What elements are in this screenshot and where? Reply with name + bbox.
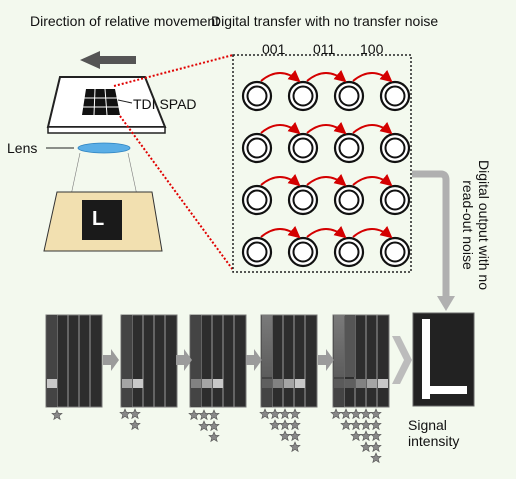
photon-star-icon xyxy=(350,408,362,419)
photon-star-icon xyxy=(370,452,382,463)
transfer-arrow xyxy=(352,69,393,83)
spad-pixel xyxy=(287,80,319,112)
photon-star-icon xyxy=(370,441,382,452)
code-label-011: 011 xyxy=(313,41,336,57)
object-plane xyxy=(43,191,163,252)
photon-star-icon xyxy=(198,420,210,431)
lens-label: Lens xyxy=(7,140,38,156)
transfer-arrow xyxy=(260,173,301,187)
transfer-arrow xyxy=(352,121,393,135)
photon-star-icon xyxy=(289,419,301,430)
time-frame xyxy=(260,314,318,408)
spad-pixel xyxy=(379,80,411,112)
photon-star-icon xyxy=(289,441,301,452)
chevron-arrow-icon xyxy=(392,336,412,384)
transfer-arrows xyxy=(260,69,393,239)
time-frame xyxy=(189,314,247,408)
spad-grid xyxy=(241,80,411,268)
time-frames xyxy=(45,314,390,408)
photon-star-icon xyxy=(269,419,281,430)
photon-star-icon xyxy=(360,419,372,430)
spad-pixel xyxy=(241,132,273,164)
step-arrow-icon xyxy=(176,349,192,371)
spad-pixel xyxy=(379,132,411,164)
photon-star-icon xyxy=(350,430,362,441)
time-frame xyxy=(332,314,390,408)
spad-pixel xyxy=(333,132,365,164)
transfer-arrow xyxy=(260,121,301,135)
spad-pixel xyxy=(287,184,319,216)
photon-stars xyxy=(51,408,382,463)
spad-pixel xyxy=(241,80,273,112)
step-arrow-icon xyxy=(103,349,119,371)
photon-star-icon xyxy=(289,430,301,441)
photon-star-icon xyxy=(188,409,200,420)
spad-pixel xyxy=(333,184,365,216)
digital-output-label: Digital output with no read-out noise xyxy=(460,160,492,290)
photon-star-icon xyxy=(360,430,372,441)
transfer-arrow xyxy=(352,173,393,187)
transfer-arrow xyxy=(306,121,347,135)
spad-pixel xyxy=(379,184,411,216)
tdi-spad-sensor xyxy=(46,76,167,134)
direction-label: Direction of relative movement xyxy=(30,13,220,29)
transfer-arrow xyxy=(306,225,347,239)
photon-star-icon xyxy=(119,408,131,419)
tdi-spad-label: TDI SPAD xyxy=(133,96,197,112)
photon-star-icon xyxy=(208,431,220,442)
spad-pixel xyxy=(241,236,273,268)
step-arrow-icon xyxy=(318,349,334,371)
transfer-arrow xyxy=(306,69,347,83)
step-arrows xyxy=(103,349,334,371)
photon-star-icon xyxy=(269,408,281,419)
photon-star-icon xyxy=(279,408,291,419)
photon-star-icon xyxy=(259,408,271,419)
spad-pixel xyxy=(333,236,365,268)
photon-star-icon xyxy=(279,419,291,430)
lens-icon xyxy=(46,142,139,201)
time-frame xyxy=(45,314,103,408)
spad-pixel xyxy=(333,80,365,112)
spad-pixel xyxy=(241,184,273,216)
photon-star-icon xyxy=(330,408,342,419)
zoom-guide-lines xyxy=(113,54,234,271)
photon-star-icon xyxy=(350,419,362,430)
step-arrow-icon xyxy=(246,349,262,371)
photon-star-icon xyxy=(279,430,291,441)
photon-star-icon xyxy=(370,408,382,419)
spad-pixel xyxy=(287,132,319,164)
photon-star-icon xyxy=(51,409,63,420)
spad-pixel xyxy=(287,236,319,268)
photon-star-icon xyxy=(208,409,220,420)
time-frame xyxy=(120,314,178,408)
movement-arrow-icon xyxy=(80,51,136,69)
digital-transfer-label: Digital transfer with no transfer noise xyxy=(211,13,439,29)
photon-star-icon xyxy=(340,408,352,419)
output-image xyxy=(412,312,475,407)
photon-star-icon xyxy=(208,420,220,431)
transfer-arrow xyxy=(260,69,301,83)
photon-star-icon xyxy=(360,441,372,452)
code-label-100: 100 xyxy=(360,41,384,57)
output-arrow-icon xyxy=(412,170,455,311)
transfer-arrow xyxy=(306,173,347,187)
transfer-arrow xyxy=(260,225,301,239)
photon-star-icon xyxy=(129,419,141,430)
transfer-arrow xyxy=(352,225,393,239)
spad-pixel xyxy=(379,236,411,268)
object-letter: L xyxy=(92,208,105,230)
signal-intensity-label: Signal intensity xyxy=(408,417,460,449)
photon-star-icon xyxy=(129,408,141,419)
photon-star-icon xyxy=(370,419,382,430)
photon-star-icon xyxy=(370,430,382,441)
photon-star-icon xyxy=(289,408,301,419)
photon-star-icon xyxy=(340,419,352,430)
code-label-001: 001 xyxy=(262,41,286,57)
photon-star-icon xyxy=(198,409,210,420)
photon-star-icon xyxy=(360,408,372,419)
